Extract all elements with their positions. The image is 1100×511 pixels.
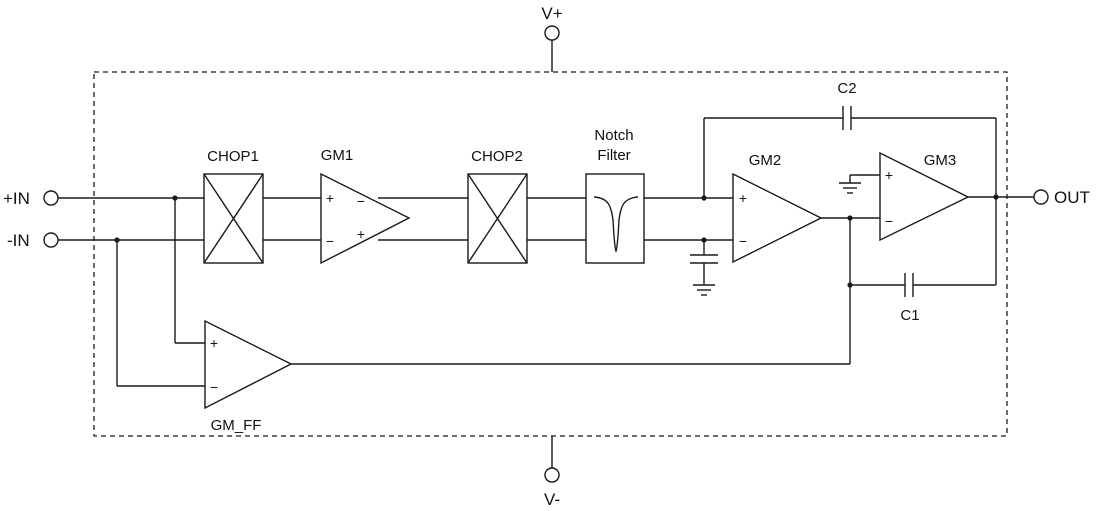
pin-in-minus: -IN bbox=[7, 231, 59, 250]
c1-label: C1 bbox=[900, 307, 919, 324]
pin-in-plus-label: +IN bbox=[3, 189, 30, 208]
capacitor-c2: C2 bbox=[837, 80, 857, 130]
gm3-plus-in: + bbox=[885, 167, 893, 183]
notch-label-line2: Filter bbox=[597, 147, 630, 164]
gm1-minus-in: − bbox=[326, 233, 334, 249]
shunt-capacitor bbox=[690, 254, 718, 264]
chop1-label: CHOP1 bbox=[207, 148, 259, 165]
gm1-amplifier: GM1 + − − + bbox=[320, 147, 411, 265]
ground-icon bbox=[693, 284, 715, 296]
gm2-label: GM2 bbox=[749, 152, 782, 169]
gm3-minus-in: − bbox=[885, 213, 893, 229]
gm1-plus-out: + bbox=[357, 226, 365, 242]
pin-out: OUT bbox=[1033, 188, 1090, 207]
supply-positive-label: V+ bbox=[541, 4, 562, 23]
junction-dots bbox=[114, 194, 999, 288]
gm-ff-amplifier: GM_FF + − bbox=[204, 319, 293, 434]
gm1-label: GM1 bbox=[321, 147, 354, 164]
chip-boundary bbox=[93, 71, 1008, 437]
gm-ff-plus-in: + bbox=[210, 335, 218, 351]
supply-positive: V+ bbox=[541, 4, 563, 72]
gm1-minus-out: − bbox=[357, 193, 365, 209]
chop2-label: CHOP2 bbox=[471, 148, 523, 165]
gm-ff-minus-in: − bbox=[210, 379, 218, 395]
pin-in-minus-label: -IN bbox=[7, 231, 30, 250]
chop1-block: CHOP1 bbox=[203, 148, 264, 264]
gm3-label: GM3 bbox=[924, 152, 957, 169]
gm3-amplifier: GM3 + − bbox=[849, 151, 970, 242]
supply-negative: V- bbox=[544, 436, 560, 509]
c2-label: C2 bbox=[837, 80, 856, 97]
notch-label-line1: Notch bbox=[594, 127, 633, 144]
pin-in-plus: +IN bbox=[3, 189, 59, 208]
gm2-plus-in: + bbox=[739, 190, 747, 206]
signal-wires bbox=[58, 117, 1034, 387]
gm2-minus-in: − bbox=[739, 233, 747, 249]
chop2-block: CHOP2 bbox=[467, 148, 528, 264]
gm2-amplifier: GM2 + − bbox=[732, 152, 823, 264]
pin-out-label: OUT bbox=[1054, 188, 1090, 207]
ground-icon bbox=[839, 182, 861, 194]
supply-negative-label: V- bbox=[544, 490, 560, 509]
gm1-plus-in: + bbox=[326, 190, 334, 206]
capacitor-c1: C1 bbox=[900, 273, 920, 324]
gm-ff-label: GM_FF bbox=[211, 417, 262, 434]
notch-filter-block: Notch Filter bbox=[585, 127, 645, 264]
